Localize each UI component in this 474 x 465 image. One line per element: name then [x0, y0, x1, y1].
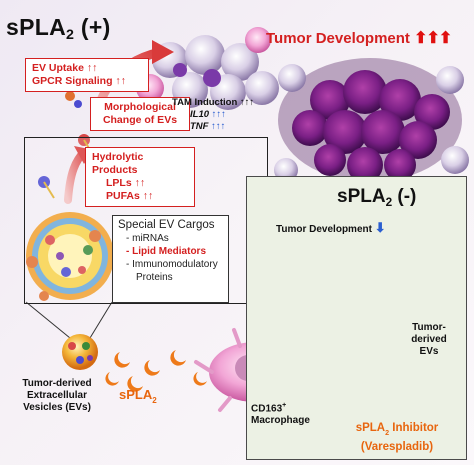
ev-uptake-box: EV Uptake ↑↑ GPCR Signaling ↑↑ [25, 58, 149, 92]
cargo-mirnas: - miRNAs [126, 233, 169, 244]
title-negative-sub: 2 [385, 196, 393, 209]
cargo-title: Special EV Cargos [118, 219, 215, 231]
hydro-line3: PUFAs ↑↑ [106, 190, 154, 202]
cd163-main: CD163 [251, 403, 283, 415]
title-spla2-positive: sPLA2 (+) [6, 14, 111, 43]
il10-arrows: ↑↑↑ [209, 109, 226, 120]
tnf-text: TNF [190, 121, 209, 132]
hydro-line2: LPLs ↑↑ [106, 177, 146, 189]
inhibitor-line2: (Varespladib) [360, 441, 434, 453]
spla2-enzymes-icon [105, 350, 207, 392]
ev-uptake-text: EV Uptake ↑↑ [32, 62, 98, 74]
tnf-arrows: ↑↑↑ [208, 121, 226, 132]
tam-induction-label: TAM Induction ↑↑↑ IL10 ↑↑↑ TNF ↑↑↑ [172, 97, 254, 133]
title-positive-sub: 2 [66, 27, 75, 43]
macrophage-cluster-top [136, 27, 279, 110]
cargo-proteins: Proteins [136, 272, 173, 283]
spla2-main: sPLA [119, 387, 153, 402]
inhibitor-main: sPLA [355, 422, 386, 434]
ev-cross-section [26, 212, 114, 301]
spla2-enzyme-label: sPLA2 [119, 387, 157, 405]
title-spla2-negative: sPLA2 (-) [337, 186, 416, 209]
title-negative-sign: (-) [392, 186, 417, 207]
tumor-development-top-text: Tumor Development [266, 30, 410, 47]
tam-induction-text: TAM Induction ↑↑↑ [172, 97, 255, 108]
cd163-sup: + [282, 402, 287, 409]
ev-label-line3: Vesicles (EVs) [23, 402, 91, 413]
tumor-evs-line2: derived [411, 334, 447, 345]
hydro-line1: Hydrolytic Products [92, 151, 144, 176]
ev-label-line1: Tumor-derived [22, 378, 92, 389]
morphological-change-box: Morphological Change of EVs [90, 97, 190, 131]
inhibitor-rest: Inhibitor [389, 422, 439, 434]
tumor-evs-line3: EVs [419, 346, 439, 357]
hydrolytic-products-box: Hydrolytic Products LPLs ↑↑ PUFAs ↑↑ [85, 147, 195, 207]
ev-label-line2: Extracellular [26, 390, 88, 401]
morph-line2: Change of EVs [102, 114, 178, 126]
title-positive-main: sPLA [6, 14, 66, 40]
tumor-mass [274, 58, 469, 183]
tumor-development-down: Tumor Development ⬇ [276, 220, 386, 236]
arrowhead-icon [152, 40, 174, 64]
cargo-lipid-mediators: - Lipid Mediators [126, 246, 206, 257]
tumor-development-top: Tumor Development ⬆⬆⬆ [266, 28, 452, 48]
tumor-derived-ev-small [62, 334, 98, 370]
up-arrows-icon: ⬆⬆⬆ [414, 30, 452, 47]
title-negative-main: sPLA [337, 186, 386, 207]
tumor-evs-line1: Tumor- [412, 322, 446, 333]
inhibitor-sub: 2 [385, 429, 390, 437]
spla2-negative-panel [246, 176, 467, 460]
spla2-inhibitor-label: sPLA2 Inhibitor (Varespladib) [332, 421, 462, 454]
morph-line1: Morphological [104, 101, 176, 113]
spla2-sub: 2 [152, 396, 157, 405]
cargo-immunomodulatory: - Immunomodulatory [126, 259, 218, 270]
tumor-derived-evs-label: Tumor- derived EVs [396, 322, 462, 358]
special-ev-cargos-box: Special EV Cargos - miRNAs - Lipid Media… [112, 215, 229, 303]
il10-text: IL10 [190, 109, 210, 120]
down-arrow-icon: ⬇ [374, 220, 386, 235]
cd163-line2: Macrophage [251, 415, 310, 427]
gpcr-signaling-text: GPCR Signaling ↑↑ [32, 75, 126, 87]
tumor-development-down-text: Tumor Development [276, 224, 372, 235]
title-positive-sign: (+) [74, 14, 111, 40]
cd163-macrophage-label: CD163+ Macrophage [251, 400, 325, 427]
extracellular-vesicles-label: Tumor-derived Extracellular Vesicles (EV… [4, 378, 110, 414]
